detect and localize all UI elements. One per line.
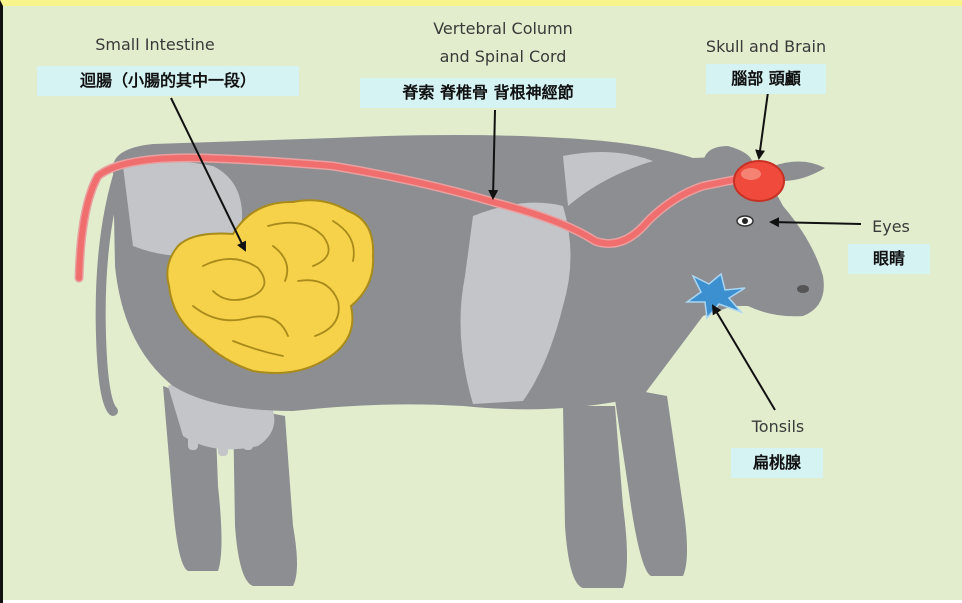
small-intestine-label-en: Small Intestine <box>65 34 245 56</box>
vertebral-column-label-en-line2: and Spinal Cord <box>383 46 623 68</box>
tonsils-label-zh: 扁桃腺 <box>731 448 823 478</box>
vertebral-column-label-en-line1: Vertebral Column <box>383 18 623 40</box>
cow-front-leg <box>563 406 627 588</box>
arrow-pointer <box>759 92 768 158</box>
arrow-pointer <box>713 306 775 410</box>
tonsils-label-en: Tonsils <box>728 416 828 438</box>
eyes-label-zh: 眼睛 <box>848 244 930 274</box>
eyes-label-en: Eyes <box>861 216 921 238</box>
skull-brain-label-zh: 腦部 頭顱 <box>706 64 826 94</box>
vertebral-column-label-zh: 脊索 脊椎骨 背根神經節 <box>360 78 616 108</box>
small-intestine-label-zh: 迴腸（小腸的其中一段） <box>37 66 299 96</box>
brain <box>734 161 784 201</box>
skull-brain-label-en: Skull and Brain <box>691 36 841 58</box>
